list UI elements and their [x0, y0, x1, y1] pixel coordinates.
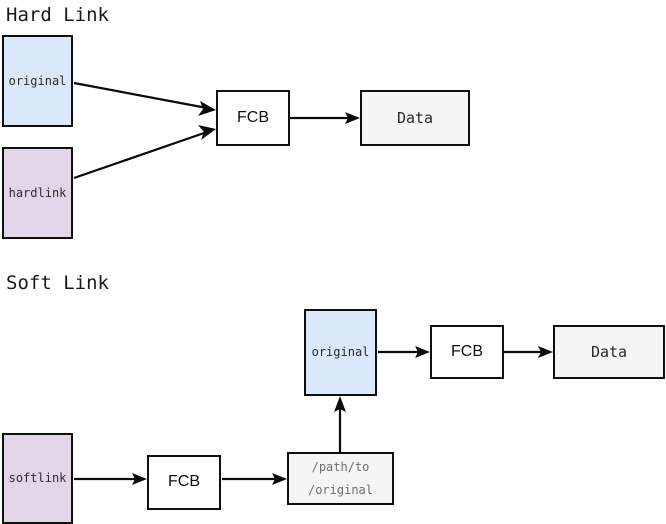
- node-soft-original[interactable]: original: [304, 309, 377, 396]
- node-soft-fcb-target[interactable]: FCB: [430, 325, 504, 379]
- edge-original-to-fcb: [73, 81, 208, 110]
- node-soft-path-label: /path/to /original: [307, 459, 374, 497]
- node-soft-fcb-link-label: FCB: [168, 473, 200, 491]
- edge-hardlink-to-fcb: [73, 130, 208, 180]
- node-hard-original[interactable]: original: [2, 35, 73, 127]
- node-soft-softlink-label: softlink: [8, 471, 67, 486]
- arrow-head-original-to-fcb-target: [415, 346, 430, 358]
- node-soft-original-label: original: [311, 345, 370, 360]
- node-hard-fcb-label: FCB: [237, 108, 269, 126]
- node-hard-original-label: original: [8, 73, 67, 88]
- node-soft-path[interactable]: /path/to /original: [287, 452, 394, 505]
- node-soft-softlink[interactable]: softlink: [2, 433, 73, 524]
- node-hard-hardlink-label: hardlink: [8, 185, 67, 200]
- node-soft-data[interactable]: Data: [553, 325, 665, 379]
- node-hard-hardlink[interactable]: hardlink: [2, 147, 73, 239]
- arrow-head-fcb-to-path: [272, 473, 287, 485]
- node-hard-data[interactable]: Data: [360, 90, 470, 146]
- arrow-head-fcb-to-data: [345, 112, 360, 124]
- arrow-head-original-to-fcb: [198, 101, 216, 116]
- arrow-head-fcb-target-to-data: [538, 346, 553, 358]
- node-hard-data-label: Data: [396, 108, 434, 127]
- arrow-head-path-to-original: [334, 396, 346, 412]
- node-soft-fcb-link[interactable]: FCB: [147, 455, 221, 510]
- arrow-head-hardlink-to-fcb: [198, 125, 216, 140]
- arrow-head-softlink-to-fcb: [132, 473, 147, 485]
- section-title-soft-link: Soft Link: [6, 272, 109, 294]
- node-soft-fcb-target-label: FCB: [451, 342, 483, 360]
- section-title-hard-link: Hard Link: [6, 4, 109, 26]
- node-hard-fcb[interactable]: FCB: [216, 90, 290, 146]
- node-soft-data-label: Data: [590, 342, 628, 361]
